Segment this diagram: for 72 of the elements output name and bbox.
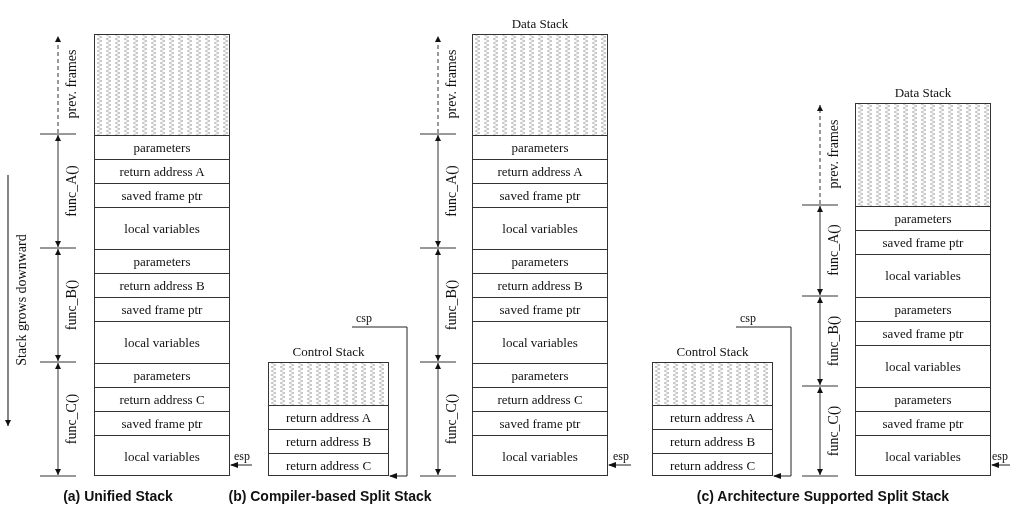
stack-cell: return address A xyxy=(473,159,607,183)
stack-cell: return address B xyxy=(95,273,229,297)
stack-cell: return address A xyxy=(653,405,772,429)
stack-cell: parameters xyxy=(856,206,990,230)
pointer-arrow xyxy=(230,462,253,468)
stack-cell: parameters xyxy=(473,363,607,387)
stack-cell: local variables xyxy=(473,207,607,249)
stack-cell: parameters xyxy=(473,135,607,159)
dimension-label: prev. frames xyxy=(445,49,459,119)
stack-cell: saved frame ptr xyxy=(856,321,990,345)
dimension-label: func_A() xyxy=(827,224,841,276)
dimension-label: func_B() xyxy=(65,279,79,331)
stack-cell: return address C xyxy=(269,453,388,477)
stack-cell: saved frame ptr xyxy=(473,297,607,321)
panel-caption: (b) Compiler-based Split Stack xyxy=(228,486,432,506)
stack-cell: parameters xyxy=(473,249,607,273)
hatched-region xyxy=(95,35,229,135)
dimension-label: func_C() xyxy=(827,405,841,457)
stack-cell: return address C xyxy=(473,387,607,411)
hatched-region xyxy=(473,35,607,135)
stack-cell: return address C xyxy=(653,453,772,477)
stack-cell: local variables xyxy=(856,435,990,477)
dimension-label: func_C() xyxy=(65,393,79,445)
stack-cell: saved frame ptr xyxy=(856,230,990,254)
stack-cell: saved frame ptr xyxy=(856,411,990,435)
stack-cell: parameters xyxy=(95,135,229,159)
stack-heading: Data Stack xyxy=(511,15,569,33)
stack-cell: return address C xyxy=(95,387,229,411)
stack-cell: local variables xyxy=(473,321,607,363)
stack-cell: return address B xyxy=(653,429,772,453)
dimension-label: prev. frames xyxy=(65,49,79,119)
stack-cell: return address A xyxy=(269,405,388,429)
dimension-label: func_C() xyxy=(445,393,459,445)
stack-cell: parameters xyxy=(856,387,990,411)
stack-cell: local variables xyxy=(95,321,229,363)
stack-cell: return address A xyxy=(95,159,229,183)
dimension-label: func_B() xyxy=(827,315,841,367)
stack-cell: saved frame ptr xyxy=(473,411,607,435)
stack-cell: saved frame ptr xyxy=(95,411,229,435)
stack-heading: Control Stack xyxy=(676,343,749,361)
stack-cell: parameters xyxy=(95,249,229,273)
pointer-arrow xyxy=(735,326,792,479)
stack-cell: local variables xyxy=(95,207,229,249)
stack-cell: saved frame ptr xyxy=(95,297,229,321)
pointer-arrow xyxy=(991,462,1010,468)
dimension-label: func_B() xyxy=(445,279,459,331)
stack-cell: local variables xyxy=(856,345,990,387)
stack-heading: Data Stack xyxy=(894,84,952,102)
dimension-label: func_A() xyxy=(445,165,459,217)
dimension-label: func_A() xyxy=(65,165,79,217)
pointer-label: esp xyxy=(611,449,631,463)
pointer-arrow xyxy=(608,462,632,468)
panel-caption: (c) Architecture Supported Split Stack xyxy=(696,486,950,506)
pointer-arrow xyxy=(351,326,408,479)
stack-cell: saved frame ptr xyxy=(473,183,607,207)
stack-cell: saved frame ptr xyxy=(95,183,229,207)
stack-cell: parameters xyxy=(95,363,229,387)
stack-cell: local variables xyxy=(473,435,607,477)
stack-heading: Control Stack xyxy=(292,343,365,361)
panel-caption: (a) Unified Stack xyxy=(63,486,173,506)
pointer-label: esp xyxy=(232,449,252,463)
pointer-label: csp xyxy=(354,311,374,325)
pointer-label: esp xyxy=(990,449,1010,463)
stack-cell: local variables xyxy=(95,435,229,477)
stack-cell: return address B xyxy=(269,429,388,453)
dimension-label: prev. frames xyxy=(827,119,841,189)
dimension-label: Stack grows downward xyxy=(15,234,29,366)
stack-cell: parameters xyxy=(856,297,990,321)
hatched-region xyxy=(856,104,990,206)
pointer-label: csp xyxy=(738,311,758,325)
stack-cell: return address B xyxy=(473,273,607,297)
stack-cell: local variables xyxy=(856,254,990,297)
